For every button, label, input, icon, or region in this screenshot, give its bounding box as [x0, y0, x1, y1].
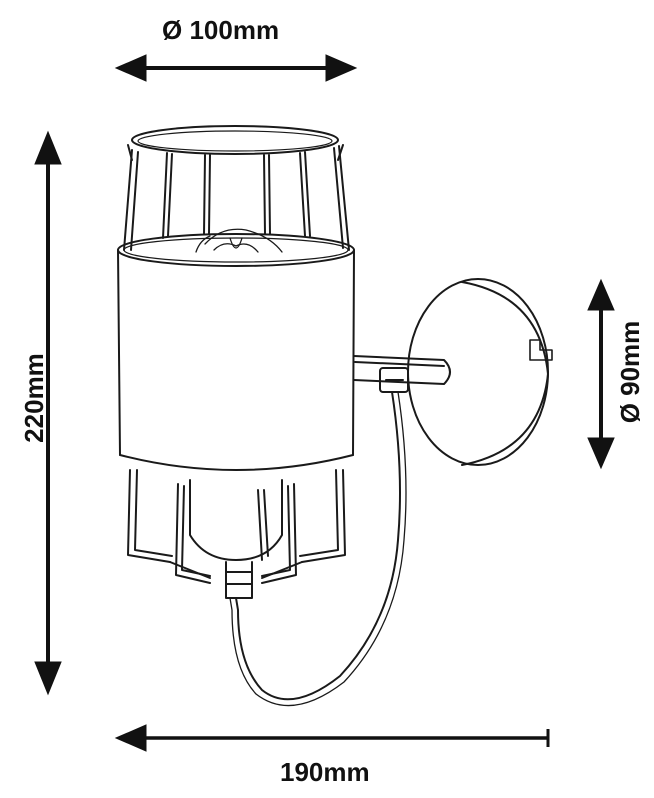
total-depth-label: 190mm [280, 757, 370, 787]
cable [229, 391, 407, 707]
lamp [117, 125, 553, 707]
depth-arrow [114, 724, 550, 752]
dimension-arrows [34, 54, 615, 752]
top-width-label: Ø 100mm [162, 15, 280, 45]
wall-arm [353, 355, 451, 393]
base-diameter-label: Ø 90mm [615, 320, 645, 424]
cage-top-ring [131, 125, 339, 155]
total-height-label: 220mm [19, 353, 49, 443]
lower-cage-bars [127, 469, 346, 584]
wall-plate [407, 278, 553, 466]
lamp-holder [189, 479, 283, 599]
top-width-arrow [114, 54, 358, 82]
height-arrow [34, 130, 62, 696]
bulb [195, 228, 283, 253]
lamp-shade [117, 233, 355, 471]
upper-cage-bars [123, 144, 350, 251]
base-diameter-arrow [587, 278, 615, 470]
